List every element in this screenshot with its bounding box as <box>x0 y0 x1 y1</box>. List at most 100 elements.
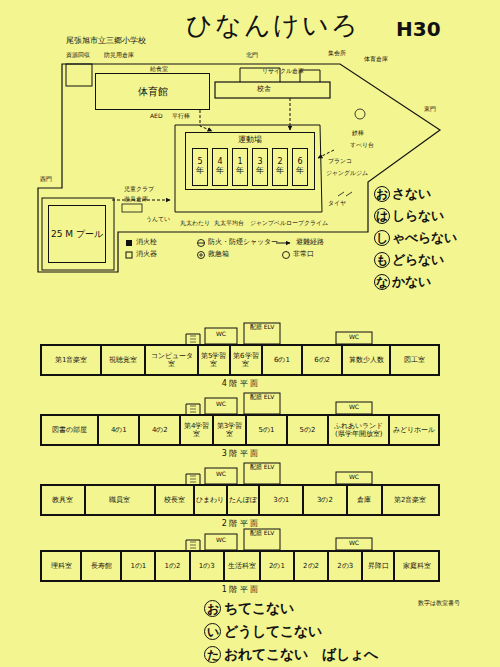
node-text: 体育館 <box>138 85 168 99</box>
room-box: 長寿館 <box>81 551 121 581</box>
rule-circle: お <box>204 600 221 617</box>
node-text: 算数少人数 <box>349 356 384 364</box>
map-label: 配膳 ELV <box>245 464 279 471</box>
map-label: WC <box>337 540 371 547</box>
map-label: ゃべらない <box>392 231 457 246</box>
map-label: H30 <box>396 18 441 41</box>
room-box: 5の2 <box>287 415 328 445</box>
map-label: 児童クラブ <box>124 186 154 193</box>
map-label: おれてこない ばしょへ <box>224 646 378 662</box>
rule-circle: な <box>374 274 390 290</box>
node-text: 生活科室 <box>228 562 256 570</box>
grade-area: 6年 <box>292 148 308 186</box>
room-box: 第6学習室 <box>230 345 262 375</box>
node-text: ひまわり <box>196 496 224 504</box>
floor-plan: 2 階 平 面教具室職員室校長室ひまわりたんぽぽ3の13の2倉庫第2音楽室 <box>40 484 440 516</box>
map-label: ブランコ <box>328 158 352 165</box>
node-text: 6の1 <box>274 356 290 364</box>
node-text: 4年 <box>216 158 224 176</box>
room-box: 理科室 <box>41 551 81 581</box>
room-box: 6の2 <box>302 345 342 375</box>
node-text: 昇降口 <box>368 562 389 570</box>
node-text: 2 階 平 面 <box>41 519 439 528</box>
map-label: 防災用倉庫 <box>104 52 134 59</box>
legend-text: 防火・防煙シャッター <box>208 238 278 246</box>
map-label: WC <box>206 401 236 408</box>
node-text: 1の1 <box>130 562 146 570</box>
node-text: は <box>376 210 388 222</box>
node-text: 4の2 <box>152 426 168 434</box>
map-label: うんてい <box>146 216 170 223</box>
node-text: 4 階 平 面 <box>41 379 439 388</box>
room-box: 2の2 <box>294 551 328 581</box>
node-text: お <box>376 188 388 200</box>
node-text: い <box>207 626 219 638</box>
room-box: 2の3 <box>328 551 362 581</box>
room-box: 4の2 <box>139 415 180 445</box>
map-label: どらない <box>392 253 444 268</box>
node-text: 校長室 <box>164 496 185 504</box>
map-label: 数字は教室番号 <box>418 600 460 607</box>
room-box: 職員室 <box>85 485 155 515</box>
room-box: 6の1 <box>262 345 302 375</box>
room-box: みどりホール <box>389 415 438 445</box>
map-label: 平行棒 <box>172 113 190 120</box>
map-label: 尾張旭市立三郷小学校 <box>66 36 146 45</box>
floor-plan: 4 階 平 面第1音楽室視聴覚室コンピュータ室第5学習室第6学習室6の16の2算… <box>40 344 440 376</box>
floor-plan: 3 階 平 面図書の部屋4の14の2第4学習室第3学習室5の15の2ふれあいラン… <box>40 414 440 446</box>
grade-area: 5年 <box>192 148 208 186</box>
room-box: たんぽぽ <box>227 485 260 515</box>
node-text: 第4学習室 <box>182 422 211 438</box>
node-text: ふれあいランド (県学年開放室) <box>330 422 387 438</box>
rule-circle: た <box>204 646 221 663</box>
node-text: 2の1 <box>269 562 285 570</box>
building-box: 25 M プール <box>48 205 106 263</box>
room-box: 第4学習室 <box>180 415 213 445</box>
room-box: 家庭科室 <box>394 551 438 581</box>
node-text: 5の2 <box>299 426 315 434</box>
room-box: 生活科室 <box>224 551 260 581</box>
node-text: な <box>376 276 388 288</box>
node-text: 1の2 <box>165 562 181 570</box>
node-text: 第1音楽室 <box>55 356 87 364</box>
room-box: 校長室 <box>155 485 194 515</box>
map-label: 校舎 <box>257 85 271 93</box>
rule-circle: い <box>204 623 221 640</box>
node-text: た <box>207 649 219 661</box>
rule-circle: し <box>374 230 390 246</box>
map-label: すべり台 <box>350 142 374 149</box>
map-label: WC <box>206 331 236 338</box>
node-text: 25 M プール <box>51 228 103 241</box>
room-box: 図工室 <box>390 345 438 375</box>
map-title: ひなんけいろ <box>186 10 360 40</box>
room-box: 算数少人数 <box>342 345 390 375</box>
room-box: ふれあいランド (県学年開放室) <box>328 415 389 445</box>
map-label: 資源回収 <box>66 52 90 59</box>
map-label: WC <box>337 474 371 481</box>
node-text: 家庭科室 <box>403 562 431 570</box>
grade-area: 2年 <box>272 148 288 186</box>
room-box: コンピュータ室 <box>145 345 197 375</box>
node-text: 3 階 平 面 <box>41 449 439 458</box>
node-text: 4の1 <box>111 426 127 434</box>
legend-text: 消火器 <box>136 250 157 258</box>
node-text: 長寿館 <box>91 562 112 570</box>
map-label: 丸太平均台 <box>214 220 244 227</box>
legend-text: 非常口 <box>293 250 314 258</box>
map-label: かない <box>392 275 431 290</box>
map-label: 配膳 ELV <box>245 394 279 401</box>
room-box: 1の3 <box>190 551 224 581</box>
node-text: 図工室 <box>404 356 425 364</box>
node-text: 1の3 <box>199 562 215 570</box>
node-text: みどりホール <box>393 426 435 434</box>
node-text: 2年 <box>276 158 284 176</box>
node-text: 3の1 <box>273 496 289 504</box>
map-label: 配膳 ELV <box>245 530 279 537</box>
grade-area: 3年 <box>252 148 268 186</box>
map-label: ちてこない <box>224 600 294 616</box>
map-label: ジャングルジム <box>326 170 368 177</box>
map-label: WC <box>206 471 236 478</box>
rule-circle: は <box>374 208 390 224</box>
map-label: 西門 <box>40 176 52 183</box>
legend-text: 消火栓 <box>136 238 157 246</box>
